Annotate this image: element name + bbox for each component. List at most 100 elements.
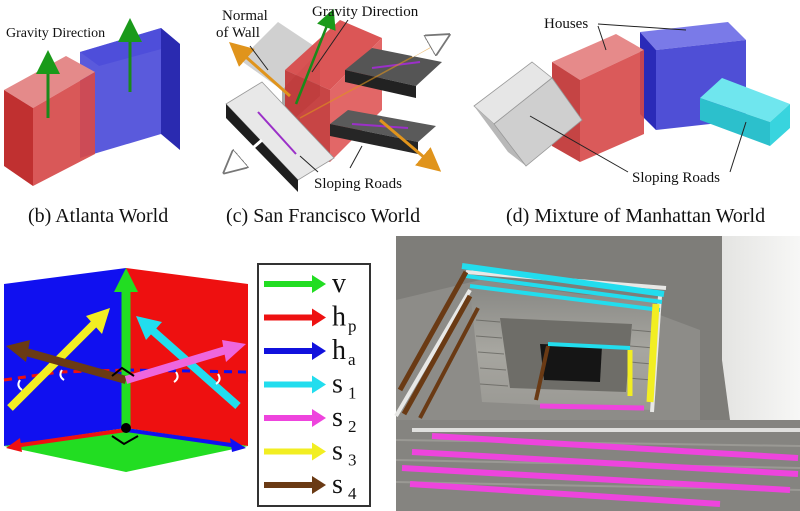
slab-axis xyxy=(257,111,297,155)
slope-arrow-icon xyxy=(232,138,263,166)
s4-arrow-icon xyxy=(24,348,128,384)
legend-subscript: a xyxy=(348,350,356,369)
s4-arrowhead xyxy=(6,340,30,362)
sloping-road-slab-edge xyxy=(345,70,416,98)
v-arrowhead xyxy=(114,268,138,292)
legend-arrowhead xyxy=(312,342,326,360)
sloping-roads-label: Sloping Roads xyxy=(314,176,402,192)
normal-of-wall-label-1: Normal xyxy=(222,8,268,24)
panel-d-caption: (d) Mixture of Manhattan World xyxy=(506,205,765,227)
cyan-sloping-road-top xyxy=(700,78,790,122)
s2-segment xyxy=(409,481,721,507)
grey-sloping-road-side xyxy=(493,77,583,167)
sloping-roads-label: Sloping Roads xyxy=(632,170,720,186)
s3-arrowhead xyxy=(86,308,110,334)
legend-subscript: p xyxy=(348,317,357,336)
houses-label: Houses xyxy=(544,16,588,32)
staircase-photo xyxy=(394,236,800,511)
cube-direction-diagram xyxy=(3,268,249,472)
legend-subscript: 2 xyxy=(348,417,357,436)
gravity-direction-label: Gravity Direction xyxy=(6,26,105,41)
gravity-direction-label: Gravity Direction xyxy=(312,4,419,20)
right-angle-mark xyxy=(111,366,135,377)
legend-subscript: 1 xyxy=(348,384,357,403)
blue-building-side xyxy=(161,28,180,150)
panel-b-atlanta-world: Gravity Direction (b) Atlanta World xyxy=(4,18,180,227)
legend-arrowhead xyxy=(312,476,326,494)
legend-symbol: h xyxy=(332,335,346,366)
normal-of-wall-label-2: of Wall xyxy=(216,25,260,41)
angle-mark xyxy=(215,373,221,385)
origin-point xyxy=(121,423,131,433)
panel-c-san-francisco-world: Normal of Wall Gravity Direction Sloping… xyxy=(216,4,442,227)
right-angle-mark xyxy=(111,435,139,446)
panel-b-caption: (b) Atlanta World xyxy=(28,205,168,227)
handrail xyxy=(394,288,472,418)
s1-segment xyxy=(465,274,663,304)
panel-c-caption: (c) San Francisco World xyxy=(226,205,420,227)
legend-arrowhead xyxy=(312,409,326,427)
ha-arrowhead xyxy=(230,438,246,452)
legend-symbol: s xyxy=(332,436,343,467)
s1-arrow-icon xyxy=(149,327,241,409)
legend-item: v xyxy=(264,268,346,299)
s2-segment xyxy=(539,403,645,411)
s4-segment xyxy=(401,294,473,416)
red-house-top xyxy=(552,34,644,80)
pointer-line xyxy=(311,19,349,73)
legend-arrowhead xyxy=(312,275,326,293)
pointer-line xyxy=(597,25,607,51)
legend-subscript: 3 xyxy=(348,451,357,470)
s4-segment xyxy=(397,270,469,392)
s2-segment xyxy=(411,449,799,477)
blue-building-front xyxy=(80,28,161,158)
angle-mark xyxy=(173,371,179,383)
legend-symbol: s xyxy=(332,402,343,433)
s1-segment xyxy=(469,284,661,312)
pointer-line xyxy=(529,115,629,173)
grey-building xyxy=(240,22,320,90)
white-wall xyxy=(722,236,800,430)
s2-segment xyxy=(401,465,791,493)
s1-segment xyxy=(461,263,665,297)
legend-symbol: h xyxy=(332,302,346,333)
hp-arrow-icon xyxy=(13,428,127,448)
legend-symbol: v xyxy=(332,268,346,299)
red-house-side xyxy=(580,50,644,162)
pointer-line xyxy=(729,121,747,173)
slab-axis xyxy=(351,123,409,129)
s2-arrow-icon xyxy=(124,346,228,384)
legend-symbol: s xyxy=(332,369,343,400)
s2-segment xyxy=(431,433,799,461)
panel-d-mixture-manhattan-world: Houses Sloping Roads (d) Mixture of Manh… xyxy=(473,16,790,227)
red-building-front xyxy=(4,90,33,186)
sloping-road-slab-edge xyxy=(330,124,418,154)
legend-symbol: s xyxy=(332,469,343,500)
pointer-line xyxy=(299,155,319,173)
slab-axis xyxy=(371,61,421,69)
hp-arrowhead xyxy=(6,438,22,452)
slope-arrow-icon xyxy=(411,40,440,58)
ha-arrow-icon xyxy=(125,428,239,448)
pointer-line xyxy=(597,23,687,31)
legend-arrowhead xyxy=(312,375,326,394)
s2-arrowhead xyxy=(222,340,246,362)
s3-arrow-icon xyxy=(7,319,99,411)
cyan-sloping-road-front xyxy=(700,98,770,146)
grey-sloping-road-front xyxy=(474,106,526,166)
sloping-road-light-edge xyxy=(226,104,298,192)
cyan-sloping-road-side xyxy=(770,104,790,146)
floor-granite xyxy=(396,236,800,430)
s1-segment xyxy=(547,342,631,350)
normal-arrow-icon xyxy=(379,118,442,172)
legend-arrowhead xyxy=(312,442,326,461)
gravity-arrow-icon xyxy=(294,8,336,105)
